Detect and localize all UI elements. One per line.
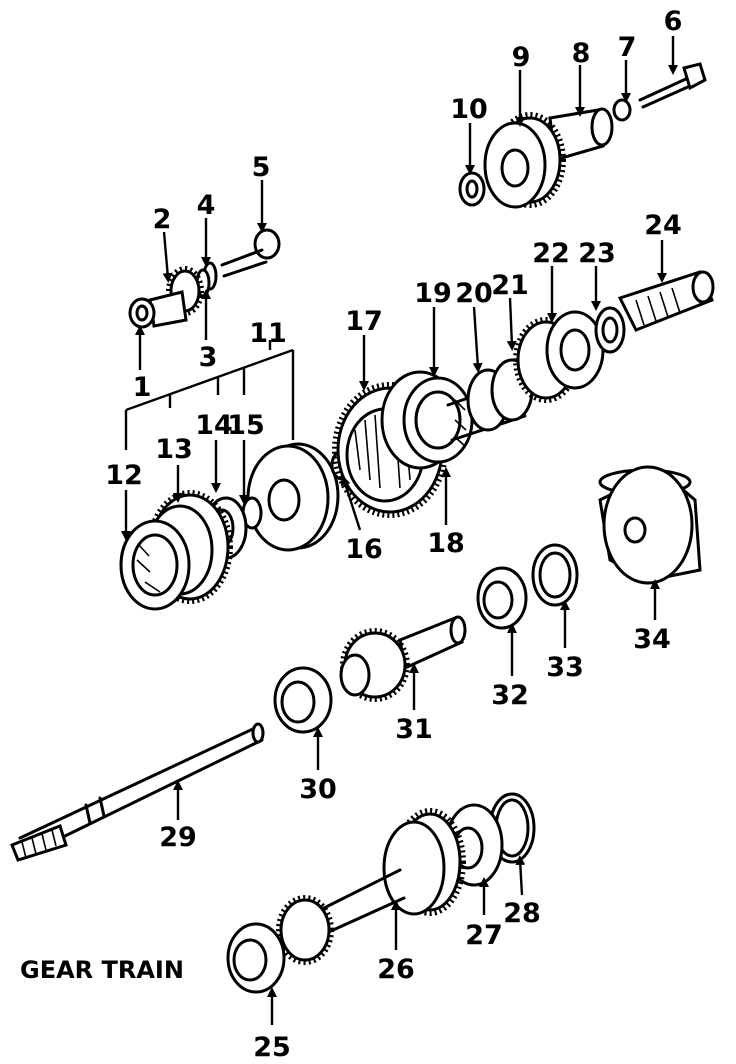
part-31-input-shaft	[339, 615, 467, 702]
callout-26: 26	[377, 954, 415, 985]
part-30-bearing	[273, 666, 333, 734]
callout-33: 33	[546, 652, 584, 683]
part-12-ring	[119, 519, 191, 611]
diagram-caption: GEAR TRAIN	[20, 956, 184, 984]
part-33-snap-ring	[531, 543, 579, 607]
part-23-ring	[594, 306, 626, 354]
part-2-gear	[148, 266, 204, 328]
callout-17: 17	[345, 306, 383, 337]
callout-30: 30	[299, 774, 337, 805]
callout-24: 24	[644, 210, 682, 241]
callout-22: 22	[532, 238, 570, 269]
part-9-gear	[483, 112, 566, 209]
callout-32: 32	[491, 680, 529, 711]
callout-18: 18	[427, 528, 465, 559]
callout-14: 14	[195, 410, 233, 441]
callout-20: 20	[455, 278, 493, 309]
callout-21: 21	[491, 270, 529, 301]
callout-23: 23	[578, 238, 616, 269]
callout-labels: 1 2 3 4 5 6 7 8 9 10 11 12 13 14 15 16 1…	[105, 6, 682, 1063]
callout-13: 13	[155, 434, 193, 465]
callout-3: 3	[199, 342, 218, 373]
part-34-drum	[598, 465, 702, 585]
callout-12: 12	[105, 460, 143, 491]
part-1-ring	[128, 297, 156, 329]
part-18-19-hub	[380, 370, 474, 470]
callout-2: 2	[153, 204, 172, 235]
callout-19: 19	[414, 278, 452, 309]
callout-10: 10	[450, 94, 488, 125]
callout-27: 27	[465, 920, 503, 951]
callout-34: 34	[633, 624, 671, 655]
callout-4: 4	[197, 190, 216, 221]
leader-lines	[121, 36, 678, 1025]
callout-15: 15	[227, 410, 265, 441]
part-24-output-shaft	[617, 270, 715, 332]
callout-7: 7	[618, 32, 637, 63]
callout-5: 5	[252, 152, 271, 183]
part-25-bearing	[226, 922, 286, 994]
part-11-sleeve	[246, 442, 340, 552]
part-22-gear	[513, 310, 605, 403]
callout-9: 9	[512, 42, 531, 73]
callout-28: 28	[503, 898, 541, 929]
callout-25: 25	[253, 1032, 291, 1063]
part-5-shaft-end	[220, 228, 281, 278]
part-26-countershaft	[276, 808, 466, 965]
callout-11: 11	[249, 318, 287, 349]
part-6-bolt	[638, 62, 707, 109]
callout-31: 31	[395, 714, 433, 745]
callout-6: 6	[664, 6, 683, 37]
callout-8: 8	[572, 38, 591, 69]
part-8-shaft	[548, 107, 614, 162]
callout-29: 29	[159, 822, 197, 853]
callout-1: 1	[133, 372, 152, 403]
part-7-washer	[612, 98, 632, 122]
callout-16: 16	[345, 534, 383, 565]
part-32-bearing	[476, 566, 528, 630]
part-10-washer	[458, 171, 486, 207]
part-29-long-shaft	[10, 722, 265, 862]
